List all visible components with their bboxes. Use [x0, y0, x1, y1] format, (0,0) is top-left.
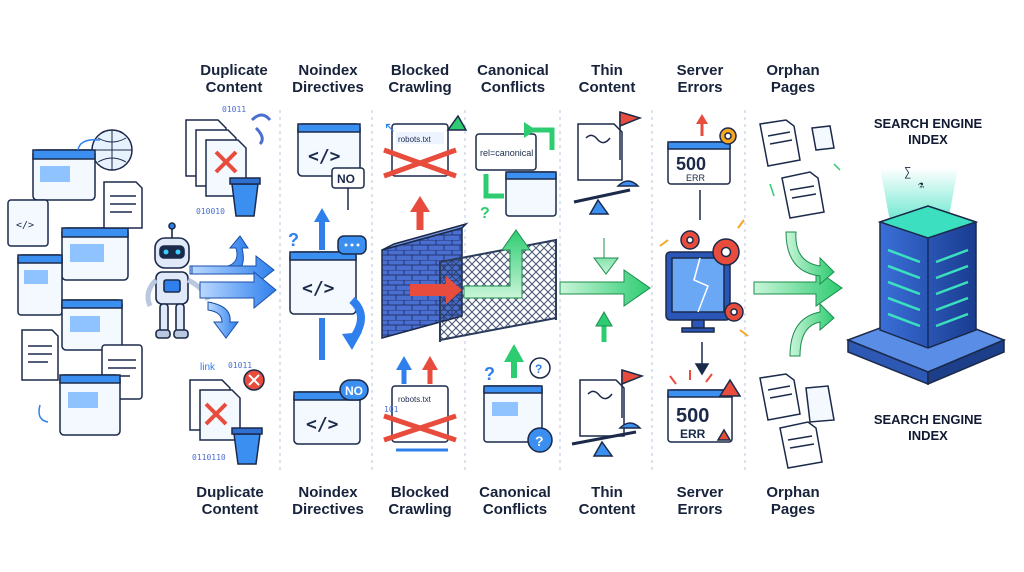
blocked-crawling-bottom-icon: robots.txt 101	[383, 356, 457, 452]
binary-text: 0110110	[192, 453, 226, 462]
crawl-arrows	[189, 235, 277, 339]
svg-text:⚗: ⚗	[918, 180, 924, 191]
binary-text: 01011	[228, 361, 252, 370]
svg-text:robots.txt: robots.txt	[398, 395, 432, 404]
crawler-robot	[145, 222, 211, 339]
binary-text: 01011	[222, 105, 246, 114]
web-pages-cluster: </>	[7, 129, 143, 436]
svg-text:?: ?	[484, 364, 495, 384]
index-flow-arrows	[559, 231, 843, 357]
blocked-arrows	[410, 229, 531, 304]
broken-server-monitor	[659, 219, 749, 376]
code-glyph: </>	[308, 146, 341, 167]
canonical-conflicts-bottom-icon: ? ? ?	[483, 344, 553, 453]
error-text: ERR	[686, 173, 706, 183]
svg-text:?: ?	[535, 362, 542, 376]
duplicate-content-bottom-icon: link 01011 0110110	[189, 361, 265, 465]
noindex-top-icon: </> NO ?	[288, 123, 365, 250]
orphan-pages-top-icon	[759, 119, 841, 219]
svg-text:</>: </>	[306, 414, 339, 435]
canonical-conflicts-top-icon: rel=canonical ?	[475, 122, 557, 222]
link-text: link	[200, 362, 216, 373]
svg-text:</>: </>	[16, 220, 34, 231]
svg-text:?: ?	[535, 433, 544, 449]
binary-text: 010010	[196, 207, 225, 216]
duplicate-content-top-icon: 01011 010010	[185, 105, 272, 217]
orphan-pages-bottom-icon	[759, 373, 835, 469]
blocked-crawling-top-icon: robots.txt ↖	[383, 114, 468, 230]
svg-text:↖: ↖	[384, 119, 396, 135]
noindex-middle-icon: </>	[289, 208, 367, 360]
server-errors-bottom-icon: 500 ERR	[667, 370, 742, 443]
svg-text:∑: ∑	[904, 165, 911, 179]
no-sign-text: NO	[337, 172, 355, 186]
no-bubble-text: NO	[345, 384, 363, 398]
search-engine-index-server: ∑ ⚗	[845, 165, 1006, 386]
robots-text: robots.txt	[398, 135, 432, 144]
server-errors-top-icon: 500 ERR	[667, 114, 737, 220]
svg-text:101: 101	[384, 405, 399, 414]
thin-content-top-icon	[573, 110, 643, 215]
noindex-bottom-icon: </> NO	[293, 379, 369, 445]
error-code-text: 500	[676, 154, 706, 174]
svg-text:ERR: ERR	[680, 427, 706, 441]
question-mark: ?	[288, 230, 299, 250]
svg-text:500: 500	[676, 405, 709, 427]
rel-canonical-text: rel=canonical	[480, 148, 533, 158]
svg-text:</>: </>	[302, 278, 335, 299]
svg-text:?: ?	[480, 205, 490, 222]
thin-content-bottom-icon	[571, 368, 645, 457]
